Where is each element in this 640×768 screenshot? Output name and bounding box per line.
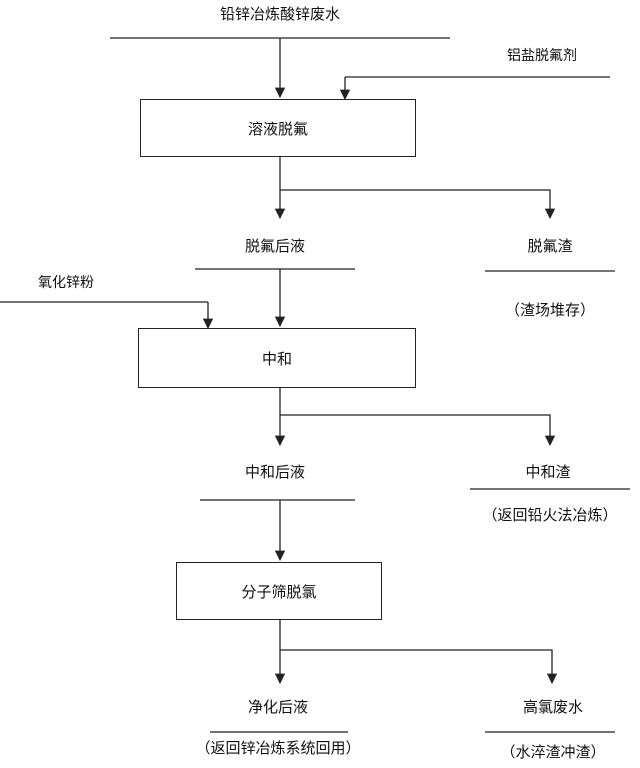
feed-label: 铅锌冶炼酸锌废水	[219, 5, 341, 23]
reagent1-label: 铝盐脱氟剂	[507, 48, 577, 64]
liquid3-note: （返回锌冶炼系统回用）	[195, 739, 361, 757]
process-box-dechlorination: 分子筛脱氯	[176, 562, 382, 620]
residue3-note: （水淬渣冲渣）	[500, 743, 606, 761]
residue1-note: （渣场堆存）	[504, 301, 596, 319]
process-box-neutralization: 中和	[138, 328, 416, 388]
residue3-label: 高氯废水	[522, 698, 584, 716]
arrow-step1-to-residue1	[280, 189, 556, 220]
liquid2-label: 中和后液	[244, 463, 306, 481]
liquid3-label: 净化后液	[247, 698, 309, 716]
residue2-label: 中和渣	[525, 463, 571, 481]
process-box-defluorination: 溶液脱氟	[140, 99, 416, 157]
reagent2-label: 氧化锌粉	[38, 275, 94, 291]
residue2-note: （返回铅火法冶炼）	[482, 506, 618, 524]
arrow-step2-to-residue2	[280, 414, 556, 447]
arrow-step3-to-residue3	[280, 649, 558, 685]
liquid1-label: 脱氟后液	[244, 237, 306, 255]
residue1-label: 脱氟渣	[527, 237, 573, 255]
